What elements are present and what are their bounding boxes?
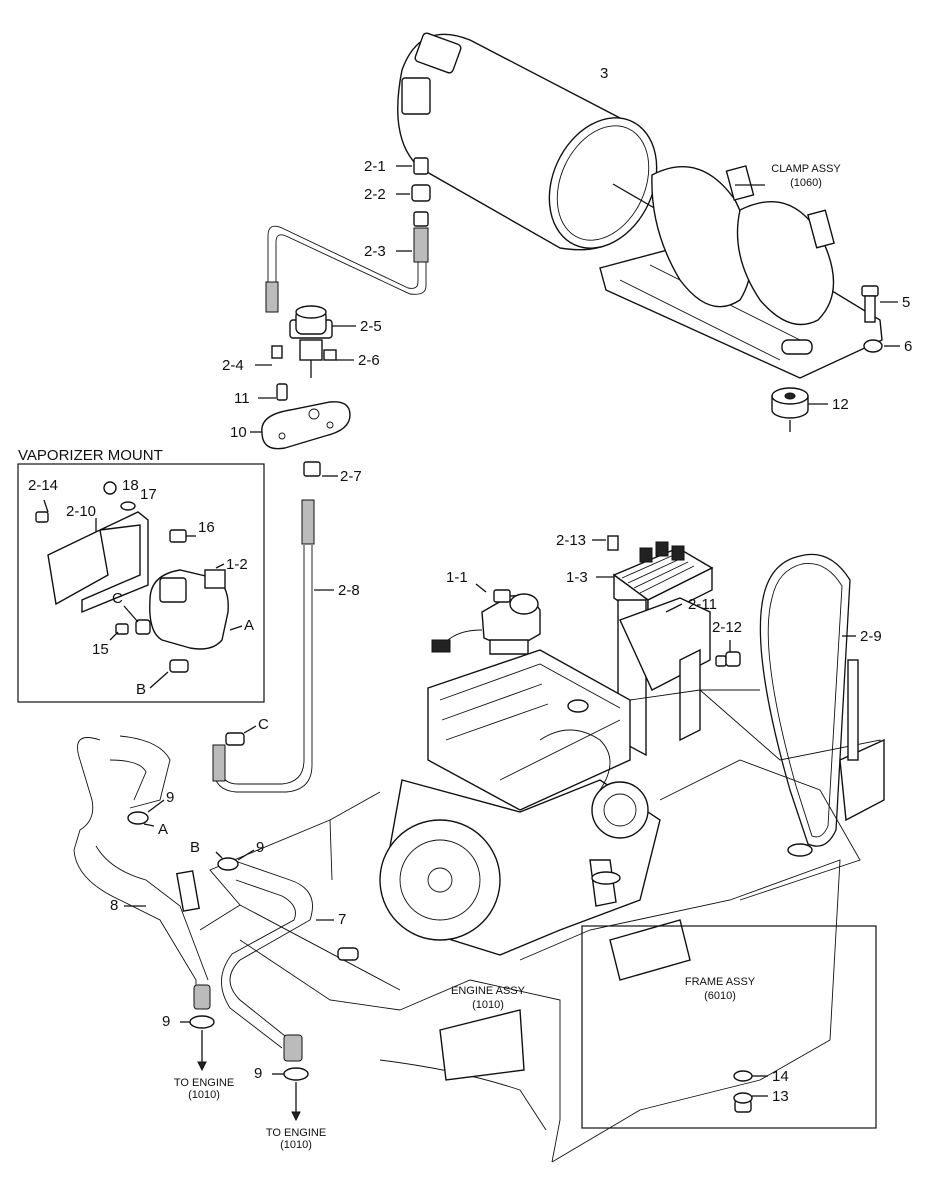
hose-clamp-9 — [215, 849, 255, 871]
callout-labels: 3 2-1 2-2 2-3 2-5 2-4 2-6 11 10 2-7 2-8 … — [18, 65, 912, 1151]
callout-2-2: 2-2 — [364, 186, 386, 203]
lock-off-solenoid-2-5 — [255, 305, 356, 378]
callout-12: 12 — [832, 396, 849, 413]
drive-belt-2-9 — [759, 553, 856, 847]
inset-callout-2-14: 2-14 — [28, 477, 58, 494]
callout-13: 13 — [772, 1088, 789, 1105]
callout-10: 10 — [230, 424, 247, 441]
rubber-mount-12 — [771, 387, 828, 432]
callout-2-8: 2-8 — [338, 582, 360, 599]
callout-6: 6 — [904, 338, 912, 355]
callout-9-b: 9 — [256, 839, 264, 856]
engine-assy-number: (1010) — [472, 999, 504, 1011]
callout-2-12: 2-12 — [712, 619, 742, 636]
callout-9-d: 9 — [254, 1065, 262, 1082]
inset-callout-C: C — [112, 590, 123, 607]
mixer-1-1 — [431, 583, 541, 655]
callout-2-3: 2-3 — [364, 243, 386, 260]
callout-1-1: 1-1 — [446, 569, 468, 586]
engine-assembly — [379, 649, 661, 956]
callout-A: A — [158, 821, 168, 838]
vaporizer-mount-inset — [17, 463, 265, 703]
clamp-assembly — [599, 165, 883, 379]
hose-7 — [221, 861, 334, 1062]
callout-2-4: 2-4 — [222, 357, 244, 374]
callout-3: 3 — [600, 65, 608, 82]
callout-9-a: 9 — [166, 789, 174, 806]
hose-clamp-9 — [180, 1015, 215, 1072]
bolt-2-12 — [715, 640, 741, 667]
inset-callout-A: A — [244, 617, 254, 634]
hose-clamp-9 — [127, 799, 165, 827]
callout-14: 14 — [772, 1068, 789, 1085]
engine-assy-label: ENGINE ASSY — [451, 985, 526, 997]
solenoid-bracket-10 — [250, 383, 351, 450]
frame-assy-number: (6010) — [704, 990, 736, 1002]
clamp-assy-label: CLAMP ASSY — [771, 163, 841, 175]
inset-callout-2-10: 2-10 — [66, 503, 96, 520]
hose-8 — [73, 735, 211, 1010]
tank-outlet-fittings — [396, 157, 431, 263]
callout-B: B — [190, 839, 200, 856]
to-engine-label-2: TO ENGINE — [266, 1127, 326, 1139]
frame-assy-box — [581, 925, 877, 1129]
inset-callout-16: 16 — [198, 519, 215, 536]
frame-assembly — [176, 659, 885, 1163]
fitting-2-7 — [303, 461, 338, 477]
vaporizer-mount-title: VAPORIZER MOUNT — [18, 447, 163, 464]
callout-9-c: 9 — [162, 1013, 170, 1030]
callout-5: 5 — [902, 294, 910, 311]
callout-2-7: 2-7 — [340, 468, 362, 485]
inset-callout-1-2: 1-2 — [226, 556, 248, 573]
clamp-assy-number: (1060) — [790, 177, 822, 189]
inset-callout-15: 15 — [92, 641, 109, 658]
fuel-hose-2-8 — [212, 499, 334, 793]
to-engine-number-2: (1010) — [280, 1139, 312, 1151]
callout-7: 7 — [338, 911, 346, 928]
washer-6 — [863, 339, 900, 353]
callout-2-11: 2-11 — [688, 596, 717, 613]
callout-8: 8 — [110, 897, 118, 914]
callout-1-3: 1-3 — [566, 569, 588, 586]
callout-2-1: 2-1 — [364, 158, 386, 175]
fuel-hose-2-3 — [265, 225, 427, 313]
to-engine-label-1: TO ENGINE — [174, 1077, 234, 1089]
lpg-tank — [397, 32, 669, 251]
callout-2-5: 2-5 — [360, 318, 382, 335]
callout-C: C — [258, 716, 269, 733]
inset-callout-B: B — [136, 681, 146, 698]
callout-11: 11 — [234, 390, 250, 407]
bolt-5 — [861, 285, 898, 323]
callout-2-9: 2-9 — [860, 628, 882, 645]
inset-callout-17: 17 — [140, 486, 157, 503]
callout-2-13: 2-13 — [556, 532, 586, 549]
to-engine-number-1: (1010) — [188, 1089, 220, 1101]
hose-clamp-9 — [272, 1067, 309, 1122]
ecu-bracket-2-11 — [617, 597, 711, 757]
callout-2-6: 2-6 — [358, 352, 380, 369]
inset-callout-18: 18 — [122, 477, 139, 494]
o-ring-14 — [733, 1070, 768, 1082]
drain-plug-13 — [733, 1092, 768, 1113]
frame-assy-label: FRAME ASSY — [685, 976, 756, 988]
